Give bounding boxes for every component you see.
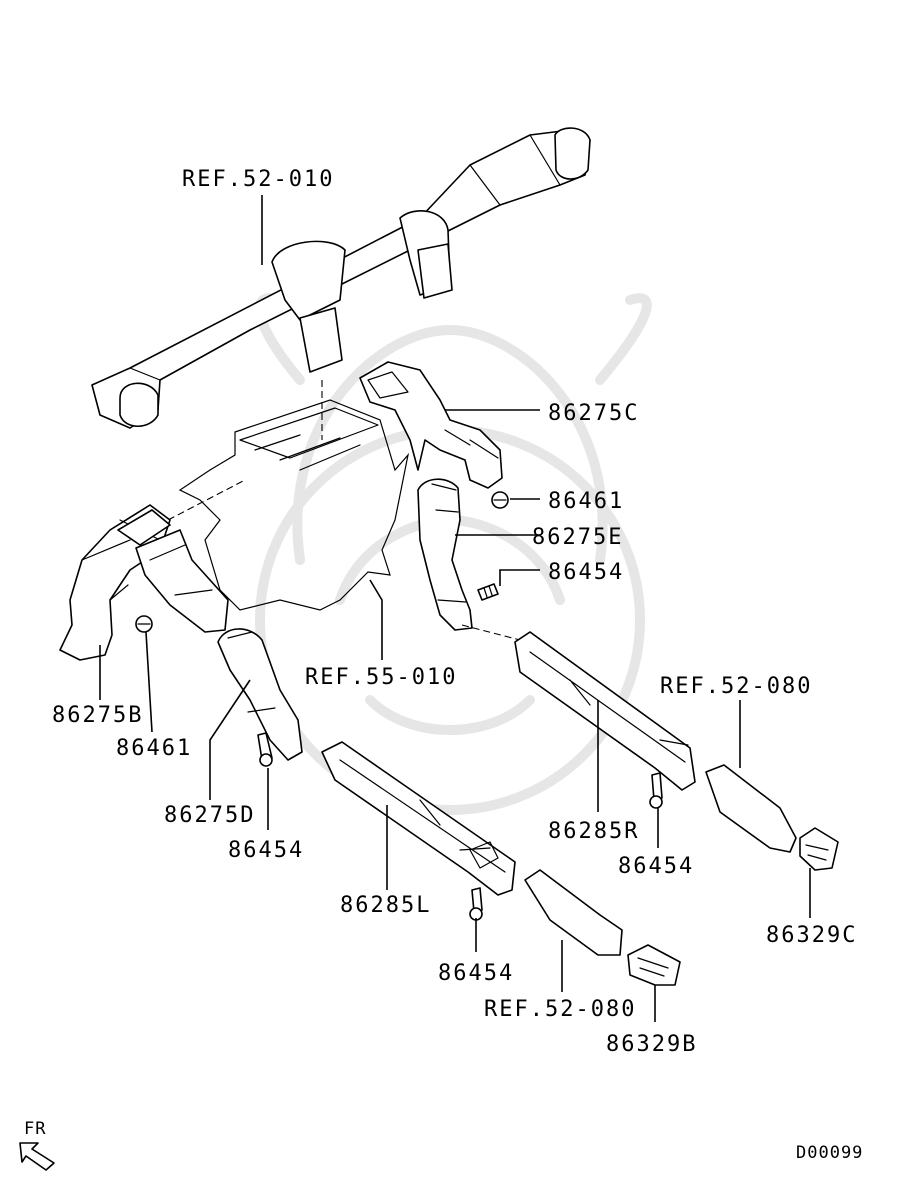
label-ref-52-010: REF.52-010 [182,167,334,192]
label-86275D: 86275D [164,803,255,828]
part-86275E-down-duct [417,478,521,641]
label-86329C: 86329C [766,923,857,948]
part-86329B-outlet [627,944,681,986]
part-86285R-rear-duct [514,631,696,791]
part-86275D-duct [217,628,303,761]
screw-86454-center [469,887,483,921]
label-86329B: 86329B [606,1032,697,1057]
label-86454-right: 86454 [618,854,694,879]
duct-sleeve-ref-52-080-right [705,764,797,853]
screw-86454-left [257,732,273,767]
label-86461-right: 86461 [548,489,624,514]
front-arrow-icon [19,1142,55,1171]
left-center-connector-duct [135,529,229,633]
main-upper-duct-ref-52-010 [91,127,591,429]
duct-sleeve-ref-52-080-bottom [524,869,623,956]
label-86275B: 86275B [52,703,143,728]
label-86454-upper: 86454 [548,560,624,585]
part-86275C-vent-duct [359,361,503,489]
label-ref-52-080-right: REF.52-080 [660,674,812,699]
clip-86461-right [491,491,509,509]
label-ref-55-010: REF.55-010 [305,665,457,690]
label-86461-left: 86461 [116,736,192,761]
label-86454-left: 86454 [228,838,304,863]
part-86285L-rear-duct [321,741,516,896]
screw-86454-upper [477,583,499,601]
heater-unit-ref-55-010 [167,380,410,611]
front-label: FR [24,1119,46,1139]
leader-lines [99,195,811,1022]
label-86285R: 86285R [548,819,639,844]
label-86275C: 86275C [548,401,639,426]
diagram-code: D00099 [796,1143,863,1163]
label-ref-52-080-bottom: REF.52-080 [484,997,636,1022]
label-86454-center: 86454 [438,961,514,986]
part-86275B-vent-duct [59,504,171,661]
label-86275E: 86275E [532,525,623,550]
label-86285L: 86285L [340,893,431,918]
part-86329C-outlet [799,827,839,871]
clip-86461-left [135,615,153,633]
front-direction-indicator: FR [19,1119,55,1171]
screw-86454-right [649,772,663,809]
